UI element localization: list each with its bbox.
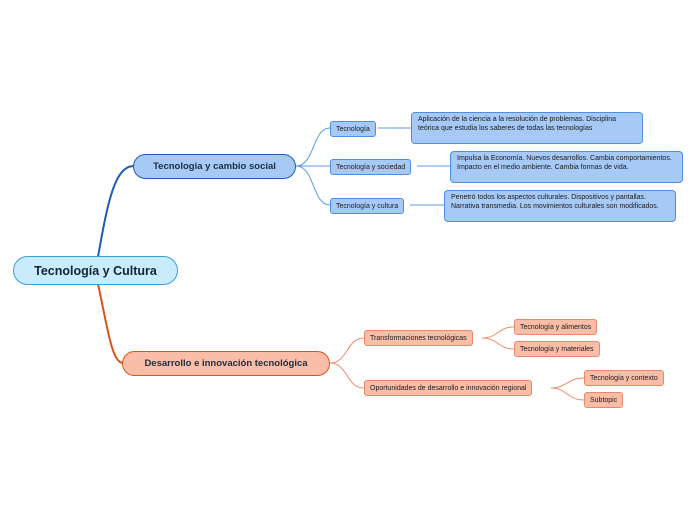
link-root-tech bbox=[97, 165, 135, 258]
root-topic[interactable]: Tecnología y Cultura bbox=[13, 256, 178, 285]
main-topic-desarrollo-innovacion[interactable]: Desarrollo e innovación tecnológica bbox=[122, 351, 330, 376]
link-transf-materiales bbox=[481, 337, 515, 350]
note-tecnologia-cultura[interactable]: Penetró todos los aspectos culturales. D… bbox=[444, 190, 676, 222]
link-tech-tecnologia bbox=[295, 127, 331, 167]
link-tech-cultura bbox=[295, 165, 331, 206]
note-tecnologia-sociedad[interactable]: Impulsa la Economía. Nuevos desarrollos.… bbox=[450, 151, 683, 183]
link-dev-transformaciones bbox=[329, 337, 365, 364]
topic-tecnologia-alimentos[interactable]: Tecnología y alimentos bbox=[514, 319, 598, 335]
link-oport-subtopic bbox=[550, 387, 585, 401]
link-oport-contexto bbox=[550, 377, 585, 389]
topic-tecnologia-materiales[interactable]: Tecnología y materiales bbox=[514, 341, 600, 357]
link-root-dev bbox=[97, 283, 124, 364]
subtopic-tecnologia[interactable]: Tecnología bbox=[330, 121, 376, 137]
link-transf-alimentos bbox=[481, 326, 515, 339]
subtopic-tecnologia-sociedad[interactable]: Tecnología y sociedad bbox=[330, 159, 412, 175]
note-tecnologia[interactable]: Aplicación de la ciencia a la resolución… bbox=[411, 112, 643, 144]
subtopic-tecnologia-cultura[interactable]: Tecnología y cultura bbox=[330, 198, 405, 214]
main-topic-tecnologia-cambio-social[interactable]: Tecnologia y cambio social bbox=[133, 154, 296, 179]
link-dev-oportunidades bbox=[329, 362, 365, 389]
subtopic-transformaciones-tecnologicas[interactable]: Transformaciones tecnológicas bbox=[364, 330, 473, 346]
topic-subtopic[interactable]: Subtopic bbox=[584, 392, 624, 408]
topic-tecnologia-contexto[interactable]: Tecnología y contexto bbox=[584, 370, 664, 386]
subtopic-oportunidades-desarrollo[interactable]: Oportunidades de desarrollo e innovación… bbox=[364, 380, 533, 396]
